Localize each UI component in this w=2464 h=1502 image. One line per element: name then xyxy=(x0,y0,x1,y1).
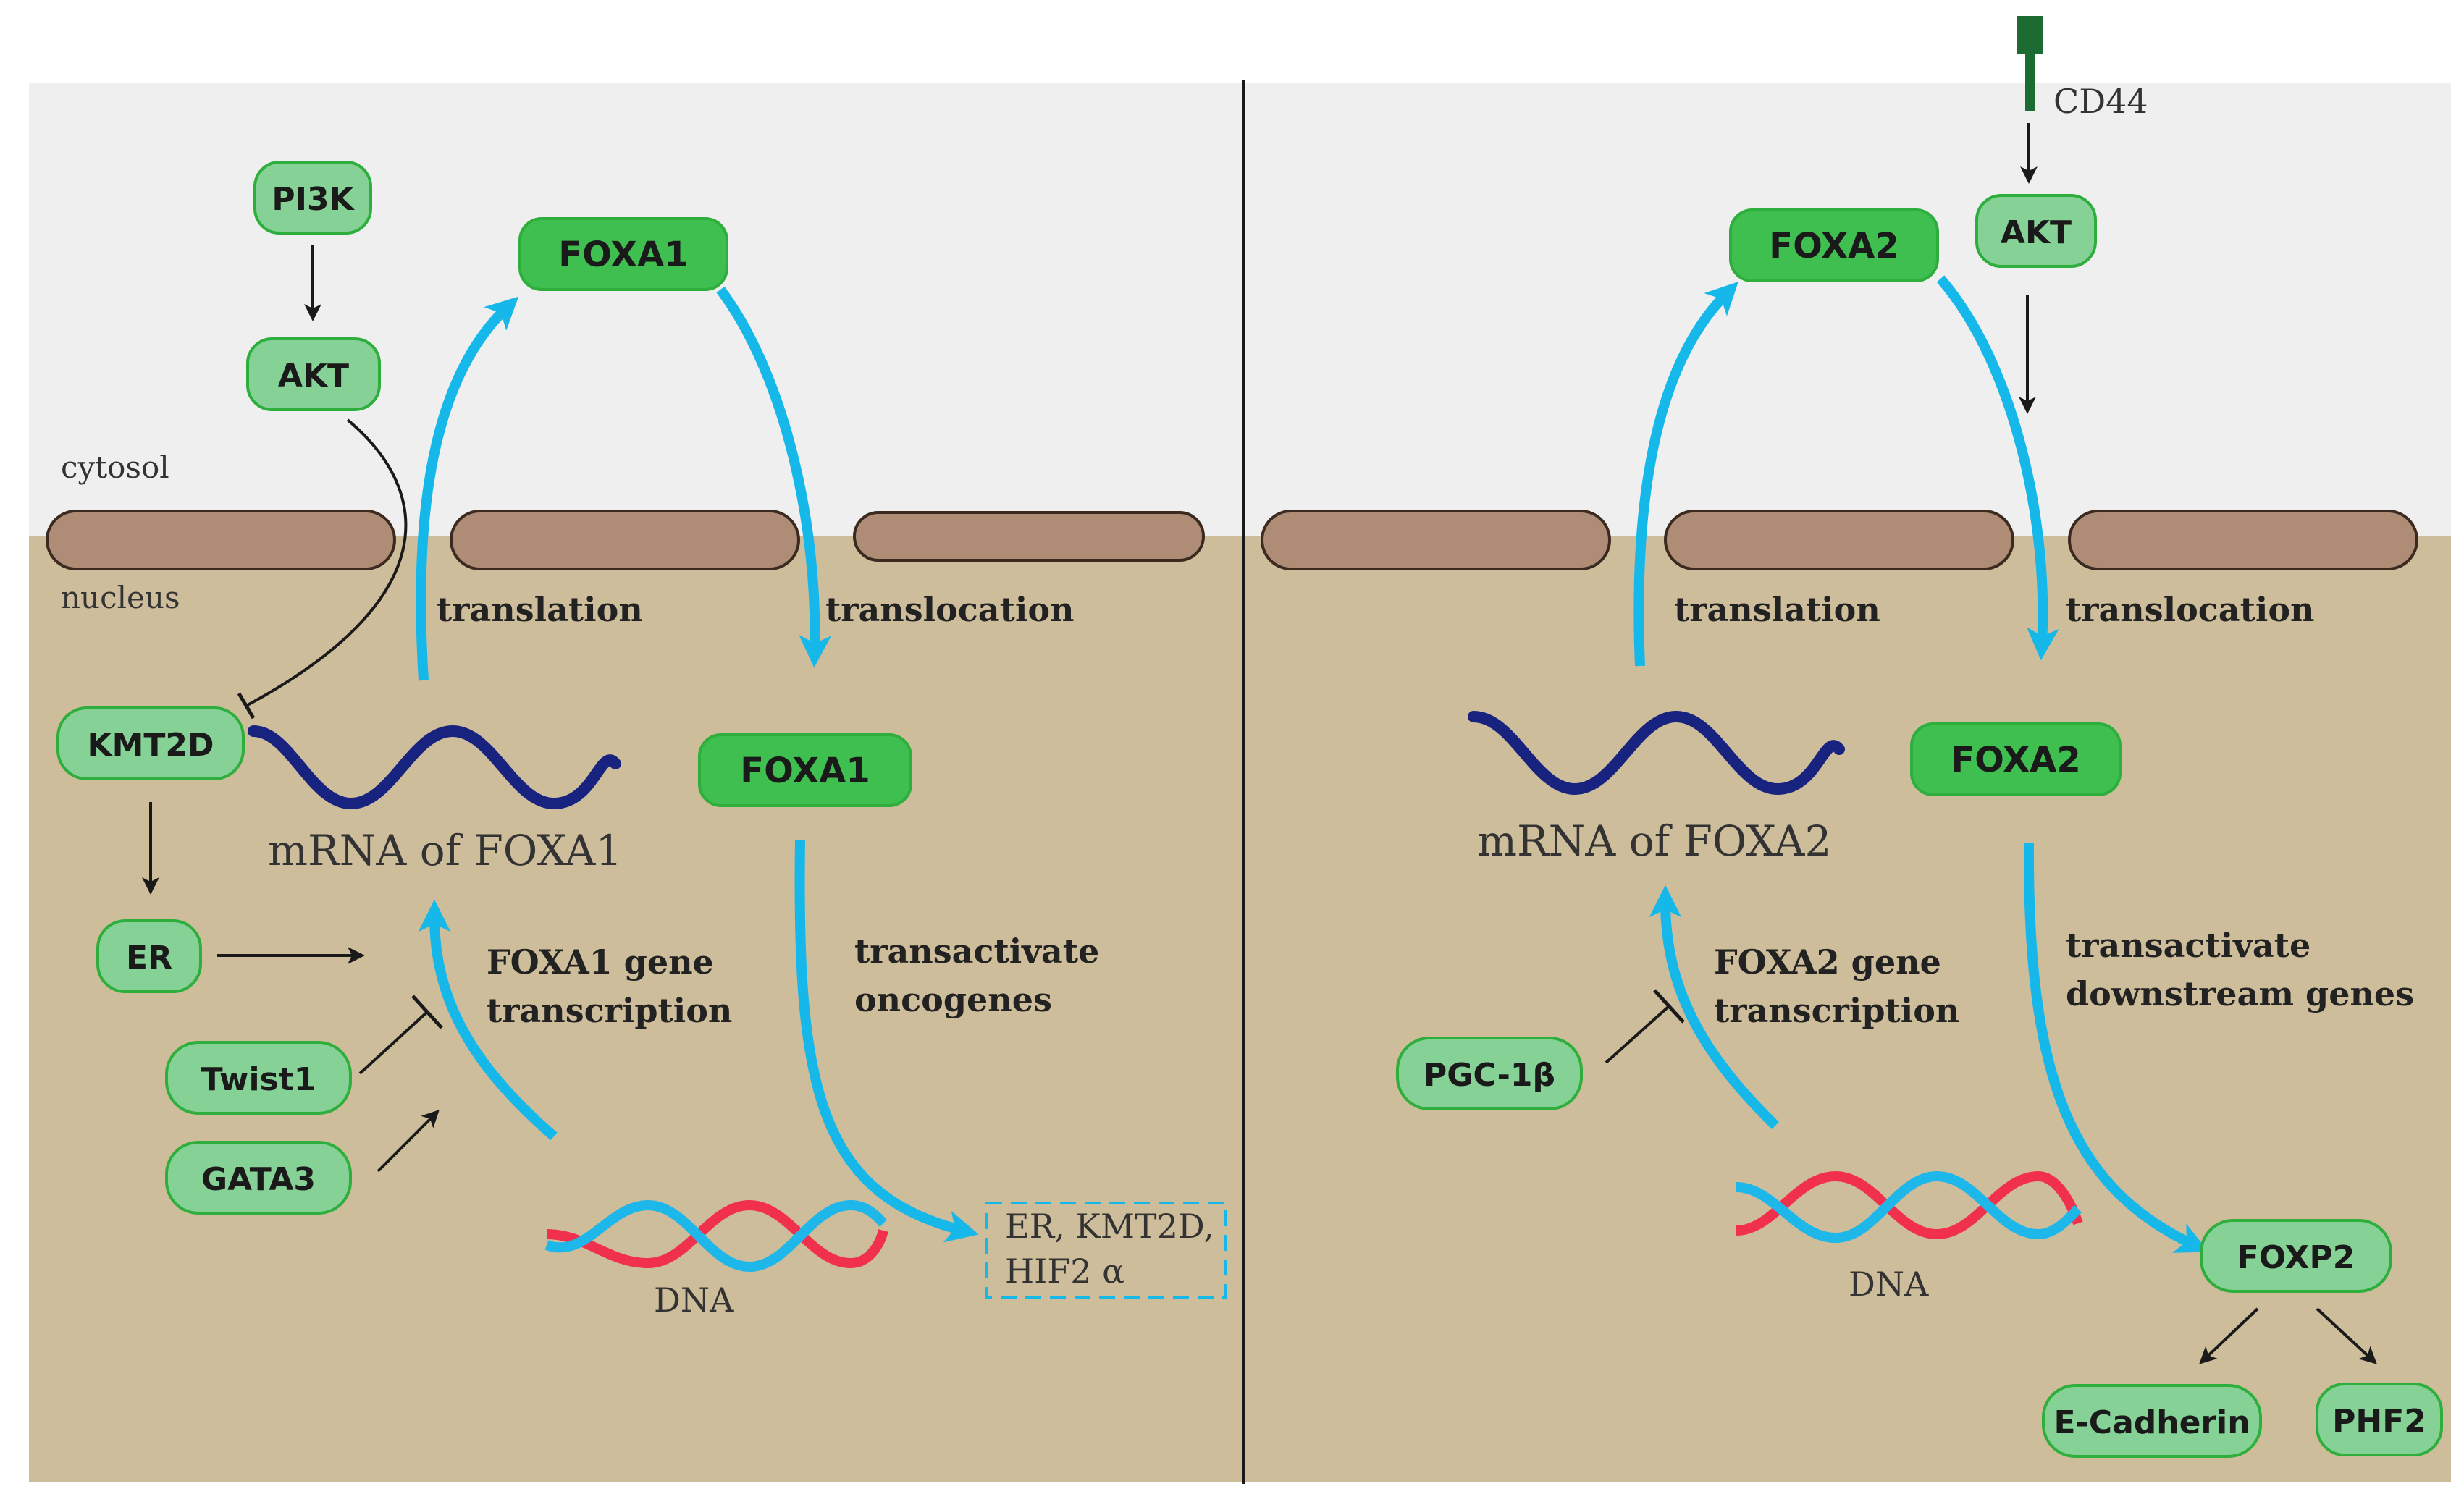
translocation-label-right: translocation xyxy=(2066,590,2314,629)
node-phf2: PHF2 xyxy=(2316,1383,2443,1456)
node-foxa2-cytosol: FOXA2 xyxy=(1729,208,1939,282)
transcription-label-left-2: transcription xyxy=(487,991,732,1030)
node-akt-right: AKT xyxy=(1975,194,2097,268)
pgc1b-inhibition-line xyxy=(1605,1005,1670,1064)
transcription-label-left-1: FOXA1 gene xyxy=(487,942,714,982)
transcription-arrow-left xyxy=(418,899,558,1141)
node-foxa1-cytosol-label: FOXA1 xyxy=(558,235,688,275)
node-foxa2-nucleus-label: FOXA2 xyxy=(1951,740,2080,780)
pgc1b-inhibition-bar xyxy=(1653,989,1685,1024)
dna-label-left: DNA xyxy=(654,1281,734,1320)
node-er: ER xyxy=(96,919,202,993)
node-akt-right-label: AKT xyxy=(2001,214,2072,251)
node-foxa2-nucleus: FOXA2 xyxy=(1910,722,2122,796)
translation-label-right: translation xyxy=(1674,590,1880,629)
dna-helix-right xyxy=(1736,1170,2083,1244)
node-pi3k: PI3K xyxy=(253,161,372,235)
transcription-arrow-right xyxy=(1649,885,1779,1130)
node-phf2-label: PHF2 xyxy=(2332,1403,2426,1440)
transactivate-label-right-2: downstream genes xyxy=(2066,974,2414,1013)
cd44-label: CD44 xyxy=(2053,82,2148,121)
node-ecadherin-label: E-Cadherin xyxy=(2053,1404,2250,1441)
dna-helix-left xyxy=(544,1199,888,1273)
transactivate-label-left-1: transactivate xyxy=(854,932,1099,971)
node-pi3k-label: PI3K xyxy=(272,181,355,218)
node-pgc1b-label: PGC-1β xyxy=(1424,1057,1555,1094)
translation-label-left: translation xyxy=(437,590,643,629)
foxp2-to-phf2-arrow xyxy=(2316,1307,2377,1364)
node-twist1-label: Twist1 xyxy=(201,1061,316,1098)
nucleus-label: nucleus xyxy=(61,580,180,615)
node-foxa1-nucleus: FOXA1 xyxy=(698,733,912,807)
translocation-arrow-right xyxy=(1936,275,2059,661)
transcription-label-right-2: transcription xyxy=(1714,991,1959,1030)
transactivate-arrow-right xyxy=(2023,843,2209,1253)
akt-inhibition-bar xyxy=(237,692,256,720)
node-foxa1-cytosol: FOXA1 xyxy=(518,217,728,291)
akt-inhibition-curve xyxy=(245,418,408,707)
twist1-inhibition-line xyxy=(358,1011,429,1075)
node-foxa2-cytosol-label: FOXA2 xyxy=(1769,226,1899,266)
transactivate-label-right-1: transactivate xyxy=(2066,926,2310,965)
dna-label-right: DNA xyxy=(1849,1265,1929,1304)
transactivate-arrow-left xyxy=(794,839,979,1243)
node-gata3-label: GATA3 xyxy=(201,1161,316,1198)
transactivate-label-left-2: oncogenes xyxy=(854,980,1052,1019)
node-foxa1-nucleus-label: FOXA1 xyxy=(740,751,870,791)
node-kmt2d-label: KMT2D xyxy=(87,727,214,764)
cd44-receptor xyxy=(2017,16,2043,111)
translocation-arrow-left xyxy=(716,286,832,668)
translocation-label-left: translocation xyxy=(825,590,1074,629)
targets-label-1: ER, KMT2D, xyxy=(1005,1207,1214,1246)
node-gata3: GATA3 xyxy=(165,1141,352,1215)
node-kmt2d: KMT2D xyxy=(56,706,245,780)
twist1-inhibition-bar xyxy=(411,995,443,1029)
cytosol-label: cytosol xyxy=(61,450,169,485)
node-akt-left: AKT xyxy=(246,337,381,411)
oncogene-targets-box xyxy=(985,1202,1227,1299)
gata3-to-transcription-arrow xyxy=(377,1110,440,1173)
node-twist1: Twist1 xyxy=(165,1041,352,1115)
targets-label-2: HIF2 α xyxy=(1005,1252,1124,1291)
mrna-foxa1-label: mRNA of FOXA1 xyxy=(268,826,622,875)
node-pgc1b: PGC-1β xyxy=(1396,1037,1583,1110)
mrna-foxa2-label: mRNA of FOXA2 xyxy=(1477,817,1831,866)
node-foxp2-label: FOXP2 xyxy=(2237,1239,2355,1276)
mrna-foxa2-wave xyxy=(1468,710,1845,796)
foxp2-to-ecadherin-arrow xyxy=(2199,1307,2259,1364)
nuclear-membrane xyxy=(46,510,2418,570)
translation-arrow-right xyxy=(1633,282,1738,667)
node-foxp2: FOXP2 xyxy=(2200,1219,2392,1293)
nucleus-region xyxy=(29,536,2451,1482)
transcription-label-right-1: FOXA2 gene xyxy=(1714,942,1941,982)
node-er-label: ER xyxy=(126,940,172,976)
node-akt-left-label: AKT xyxy=(278,358,349,395)
translation-arrow-left xyxy=(416,296,519,681)
node-ecadherin: E-Cadherin xyxy=(2042,1384,2262,1458)
cytosol-region xyxy=(29,83,2451,536)
mrna-foxa1-wave xyxy=(248,725,621,810)
